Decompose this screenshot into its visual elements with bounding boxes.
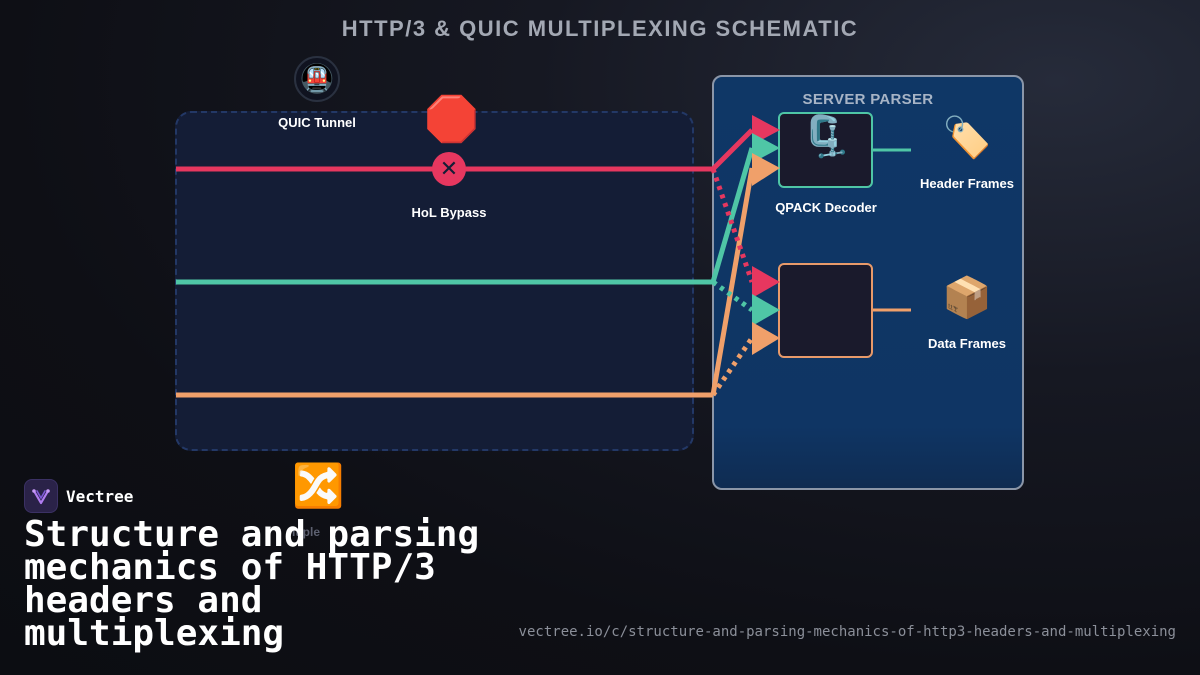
headline: Structure and parsing mechanics of HTTP/… (24, 514, 480, 654)
qpack-decoder-label: QPACK Decoder (775, 200, 877, 215)
arrow-orange-data (752, 322, 780, 355)
qpack-decoder-box (778, 112, 873, 188)
route-red-to-decoder (711, 128, 754, 171)
vectree-logo (24, 479, 58, 513)
label-tag-icon: 🏷️ (942, 115, 992, 161)
quic-tunnel-label: QUIC Tunnel (278, 115, 356, 130)
multiplexer-label: ltiple (292, 525, 321, 539)
route-orange-to-decoder (710, 167, 755, 396)
clamp-icon: 🗜️ (801, 114, 851, 160)
page-title: HTTP/3 & QUIC MULTIPLEXING SCHEMATIC (341, 16, 859, 41)
arrow-green-data (752, 294, 780, 326)
package-icon: 📦 (942, 275, 992, 321)
close-icon: ✕ (432, 152, 466, 186)
data-frames-label: Data Frames (927, 336, 1007, 351)
page-url[interactable]: vectree.io/c/structure-and-parsing-mecha… (518, 624, 1176, 640)
stop-sign-icon: 🛑 (424, 94, 479, 145)
header-frames-label: Header Frames (920, 176, 1014, 191)
arrow-red-data (752, 266, 780, 298)
route-green-to-decoder (710, 147, 755, 283)
route-orange-to-data (710, 336, 755, 397)
metro-train-icon: 🚇 (294, 56, 340, 102)
route-red-to-data (710, 168, 755, 283)
server-parser-title: SERVER PARSER (802, 91, 934, 108)
brand-name: Vectree (66, 487, 134, 506)
arrow-orange-decoder (752, 153, 780, 186)
arrow-green-decoder (752, 133, 780, 163)
shuffle-icon: 🔀 (292, 461, 345, 510)
vectree-logo-mark (32, 489, 50, 505)
hol-bypass-label: HoL Bypass (411, 205, 487, 220)
